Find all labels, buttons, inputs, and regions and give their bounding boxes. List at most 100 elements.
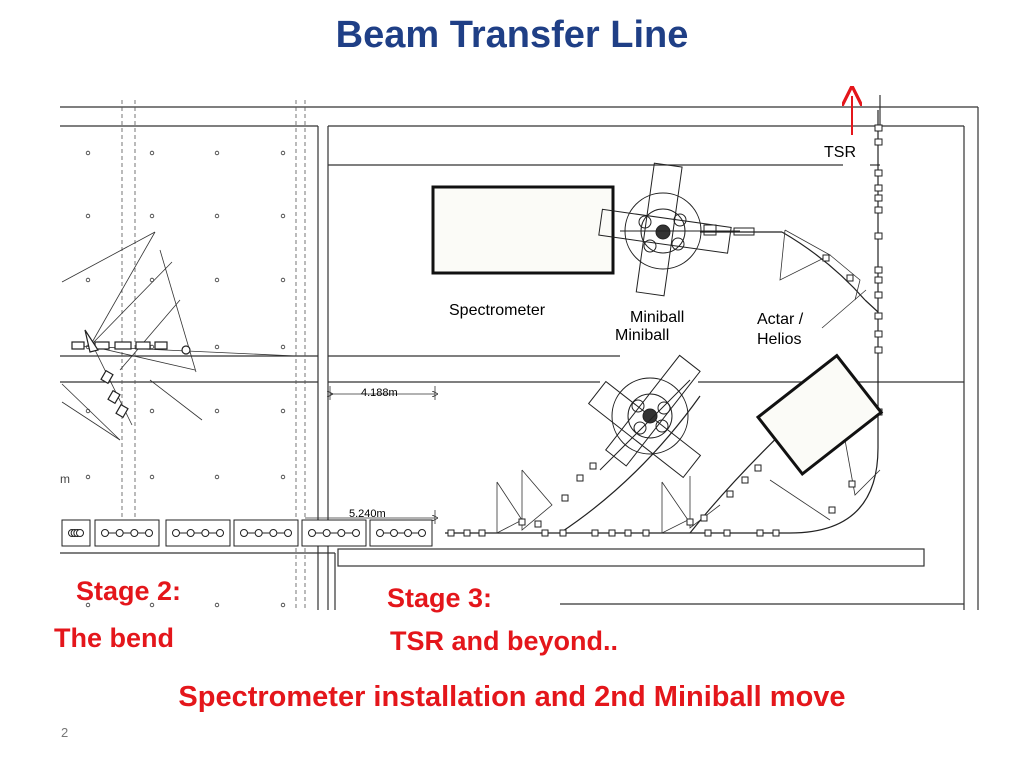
beam-element	[686, 518, 694, 526]
tsr-element	[874, 276, 883, 284]
anchor-dot	[280, 150, 286, 156]
bending-fan	[61, 231, 297, 441]
beam-element	[576, 474, 584, 482]
tsr-element	[874, 291, 883, 299]
beam-element	[447, 529, 455, 537]
beam-element	[541, 529, 549, 537]
stage3-description: TSR and beyond..	[390, 626, 619, 656]
spectrometer-label: Spectrometer	[449, 302, 546, 319]
beam-element	[741, 476, 749, 484]
tsr-element	[874, 194, 883, 202]
floor-anchor-points	[85, 150, 286, 608]
anchor-dot	[149, 344, 155, 350]
anchor-dot	[214, 213, 220, 219]
tsr-element	[874, 346, 883, 354]
miniball-upper	[598, 162, 755, 297]
segment-element	[216, 529, 224, 537]
tsr-label: TSR	[824, 144, 856, 161]
stage2-beamline-segments	[61, 519, 433, 547]
segment-element	[130, 529, 139, 537]
anchor-dot	[85, 150, 91, 156]
miniball-lower	[587, 354, 702, 479]
segment-element	[337, 529, 346, 537]
anchor-dot	[280, 474, 286, 480]
actar-helios-block	[755, 353, 884, 477]
page-number: 2	[61, 725, 69, 740]
beam-element	[772, 529, 780, 537]
spectrometer-block	[431, 185, 615, 275]
beam-element	[726, 490, 734, 498]
stage2-description: The bend	[54, 623, 174, 653]
dimension-5240-label: 5.240m	[349, 508, 386, 520]
beam-element	[608, 529, 616, 537]
tsr-element	[874, 124, 883, 132]
beam-element	[642, 529, 650, 537]
beam-element	[559, 529, 567, 537]
miniball-label-upper: Miniball	[630, 309, 685, 326]
beam-element	[848, 480, 856, 488]
tsr-beam-elements	[874, 124, 883, 416]
segment-element	[352, 529, 360, 537]
beam-element	[589, 462, 597, 470]
segment-element	[418, 529, 426, 537]
anchor-dot	[280, 602, 286, 608]
anchor-dot	[149, 150, 155, 156]
tsr-element	[874, 169, 883, 177]
segment-element	[322, 529, 331, 537]
segment-element	[269, 529, 278, 537]
beam-element	[700, 514, 708, 522]
anchor-dot	[85, 602, 91, 608]
anchor-dot	[149, 474, 155, 480]
anchor-dot	[280, 277, 286, 283]
anchor-dot	[214, 408, 220, 414]
actar-helios-label: Actar / Helios	[757, 311, 804, 348]
slide-title: Beam Transfer Line	[335, 14, 689, 56]
beam-element	[828, 506, 836, 514]
stage3-title: Stage 3:	[387, 583, 493, 613]
segment-element	[254, 529, 263, 537]
dashed-gridlines	[121, 100, 306, 610]
beam-element	[754, 464, 762, 472]
anchor-dot	[149, 213, 155, 219]
segment-element	[115, 529, 124, 537]
beam-element	[704, 529, 712, 537]
slide-subtitle: Spectrometer installation and 2nd Miniba…	[178, 681, 846, 713]
anchor-dot	[214, 602, 220, 608]
beam-element	[463, 529, 471, 537]
stage3-beamline	[445, 110, 879, 534]
segment-element	[172, 529, 180, 537]
anchor-dot	[214, 150, 220, 156]
beam-element	[478, 529, 486, 537]
anchor-dot	[280, 213, 286, 219]
anchor-dot	[85, 277, 91, 283]
anchor-dot	[214, 474, 220, 480]
segment-element	[404, 529, 412, 537]
anchor-dot	[85, 213, 91, 219]
beam-element	[534, 520, 542, 528]
anchor-dot	[149, 602, 155, 608]
tsr-element	[874, 138, 883, 146]
anchor-dot	[280, 408, 286, 414]
dimension-4188-label: 4.188m	[361, 387, 398, 399]
tsr-element	[874, 266, 883, 274]
tsr-element	[874, 232, 883, 240]
anchor-dot	[214, 344, 220, 350]
beam-element	[591, 529, 599, 537]
beam-element	[518, 518, 526, 526]
segment-element	[240, 529, 248, 537]
anchor-dot	[149, 277, 155, 283]
beam-element	[561, 494, 569, 502]
segment-element	[76, 529, 84, 537]
anchor-dot	[85, 408, 91, 414]
miniball-label-lower: Miniball	[615, 327, 670, 344]
segment-element	[390, 529, 398, 537]
segment-element	[101, 529, 109, 537]
beam-element	[624, 529, 632, 537]
segment-element	[284, 529, 292, 537]
segment-element	[186, 529, 195, 537]
bending-magnet-chain	[71, 329, 191, 419]
stage2-title: Stage 2:	[76, 576, 182, 606]
dimension-lines	[305, 386, 435, 524]
beamline-elements	[447, 254, 856, 537]
quadrupole-fans	[496, 229, 881, 534]
